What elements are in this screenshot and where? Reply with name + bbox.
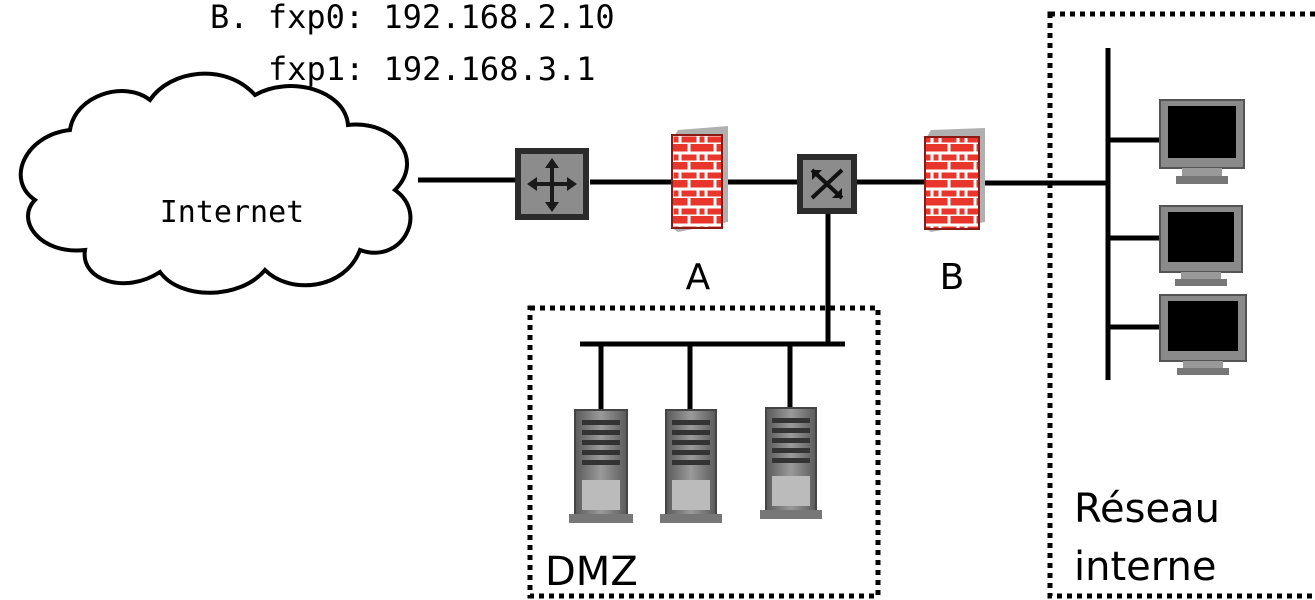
- monitor-icon: [1159, 205, 1243, 286]
- server-icon: [569, 409, 633, 523]
- network-links: [418, 48, 1162, 410]
- internal-label-line-2: interne: [1074, 544, 1216, 590]
- firewall-a-label: A: [686, 257, 711, 298]
- router-icon: [515, 148, 589, 220]
- server-icon: [660, 409, 722, 523]
- address-line-2: fxp1: 192.168.3.1: [268, 50, 596, 88]
- internet-label: Internet: [160, 195, 305, 230]
- monitor-icon: [1159, 99, 1245, 184]
- dmz-label: DMZ: [545, 549, 638, 595]
- internal-label-line-1: Réseau: [1074, 486, 1220, 532]
- firewall-b-label: B: [940, 257, 965, 298]
- internet-cloud: Internet: [18, 71, 413, 295]
- dmz-zone-border: [527, 305, 881, 599]
- monitor-icon: [1159, 294, 1247, 375]
- internal-zone-border: [1047, 11, 1315, 599]
- server-icon: [760, 407, 822, 519]
- switch-icon: [797, 154, 857, 214]
- firewall-b-icon: [924, 128, 985, 232]
- address-line-1: B. fxp0: 192.168.2.10: [210, 0, 615, 36]
- firewall-a-icon: [671, 126, 728, 232]
